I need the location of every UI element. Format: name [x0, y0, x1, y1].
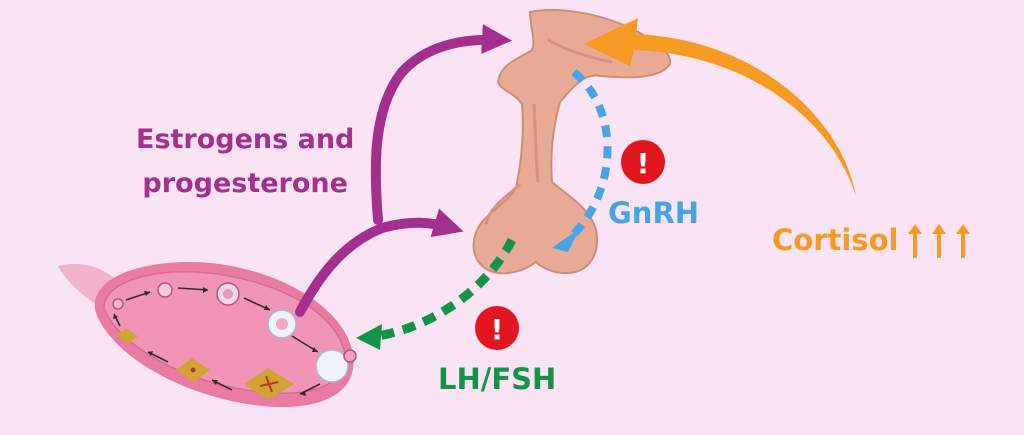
- gnrh-label: GnRH: [608, 196, 700, 230]
- alert-mark: !: [637, 147, 650, 180]
- pituitary-illustration: [472, 9, 672, 275]
- cortisol-increase-indicator: [908, 224, 970, 258]
- gnrh-alert-badge: !: [621, 140, 665, 184]
- ovary-illustration: [58, 262, 357, 408]
- hormones-line-2: progesterone: [142, 168, 348, 199]
- alert-mark: !: [491, 313, 504, 346]
- cortisol-arrow: [584, 18, 856, 196]
- cortisol-label: Cortisol: [772, 223, 899, 257]
- lh-fsh-arrow: [356, 237, 516, 350]
- up-arrow-icon: [908, 224, 922, 258]
- lh-fsh-label: LH/FSH: [438, 362, 557, 396]
- estrogen-feedback-arrow: [295, 24, 512, 317]
- up-arrow-icon: [932, 224, 946, 258]
- estrogens-progesterone-label: Estrogens and progesterone: [136, 118, 354, 206]
- gnrh-arrow: [552, 68, 612, 252]
- up-arrow-icon: [956, 224, 970, 258]
- lh-fsh-alert-badge: !: [475, 306, 519, 350]
- hormones-line-1: Estrogens and: [136, 124, 355, 155]
